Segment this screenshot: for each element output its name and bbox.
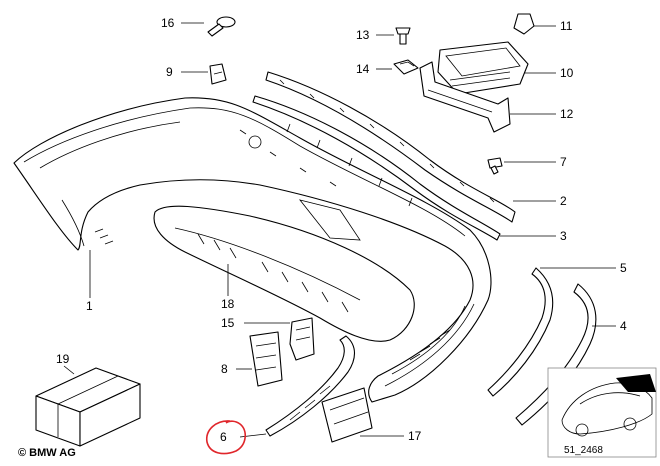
callout-1: 1 xyxy=(86,299,93,313)
reference-number: 51_2468 xyxy=(564,445,603,456)
callout-17: 17 xyxy=(408,429,422,443)
callout-2: 2 xyxy=(560,194,567,208)
trim-strip-lower-part xyxy=(252,95,501,241)
holder-part xyxy=(289,317,315,361)
callout-5: 5 xyxy=(620,261,627,275)
callout-14: 14 xyxy=(356,62,370,76)
grommet-part xyxy=(209,63,227,85)
side-strip-left-part xyxy=(515,283,597,426)
callout-19: 19 xyxy=(56,352,70,366)
callout-3: 3 xyxy=(560,229,567,243)
callout-16: 16 xyxy=(161,16,175,30)
clip-part xyxy=(513,13,535,35)
bracket-part xyxy=(437,41,529,95)
callout-7: 7 xyxy=(560,155,567,169)
bumper-cover-part xyxy=(13,97,492,403)
callout-9: 9 xyxy=(166,65,173,79)
callout-12: 12 xyxy=(560,107,574,121)
carrier-part xyxy=(321,387,373,443)
copyright-label: © BMW AG xyxy=(18,447,76,459)
callout-4: 4 xyxy=(620,319,627,333)
callout-13: 13 xyxy=(356,28,370,42)
leader-lines xyxy=(63,22,616,438)
callout-15: 15 xyxy=(221,316,235,330)
callout-11: 11 xyxy=(560,19,573,33)
support-part xyxy=(265,335,356,437)
reference-thumbnail: 51_2468 xyxy=(547,367,657,458)
trim-strip-upper-part xyxy=(265,71,516,223)
diffuser-panel-part xyxy=(153,205,415,342)
guide-part xyxy=(249,331,283,387)
expanding-rivet-part xyxy=(395,27,411,45)
screw-part xyxy=(487,157,503,175)
kit-box-part xyxy=(35,367,141,447)
side-strip-right-part xyxy=(487,267,554,397)
highlight-circle xyxy=(206,420,246,455)
callout-labels: 16 13 11 9 14 10 12 7 2 3 5 4 1 18 15 8 … xyxy=(56,16,627,444)
callout-8: 8 xyxy=(221,362,228,376)
callout-6: 6 xyxy=(220,430,227,444)
hook-part xyxy=(207,16,236,37)
callout-18: 18 xyxy=(221,297,235,311)
nut-part xyxy=(393,59,419,75)
callout-10: 10 xyxy=(560,66,574,80)
brace-part xyxy=(419,61,511,133)
